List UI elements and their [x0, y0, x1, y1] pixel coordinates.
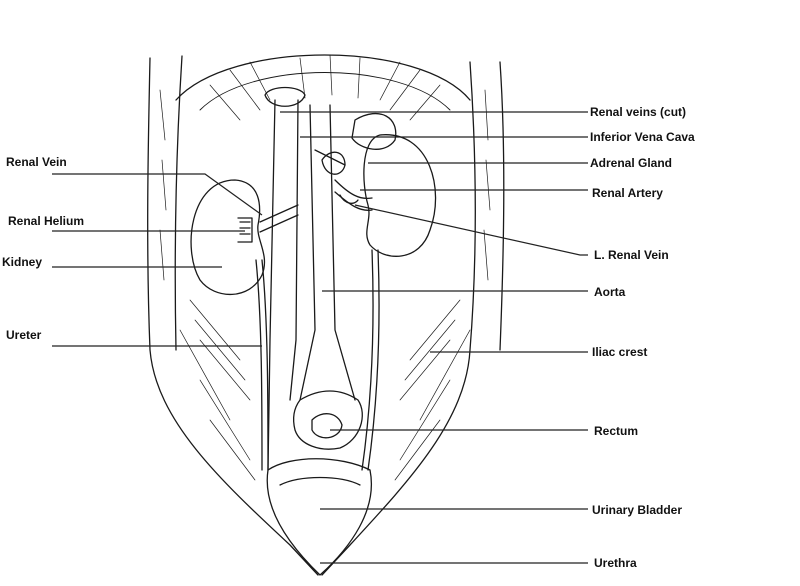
label-kidney: Kidney	[2, 255, 43, 269]
body-wall-outline	[147, 54, 505, 576]
label-adrenal-gland: Adrenal Gland	[590, 156, 673, 170]
inferior-vena-cava	[264, 86, 306, 471]
label-aorta: Aorta	[594, 285, 626, 299]
label-rectum: Rectum	[594, 424, 639, 438]
label-ureter: Ureter	[6, 328, 42, 342]
left-kidney	[190, 179, 266, 296]
label-urinary-bladder: Urinary Bladder	[592, 503, 683, 517]
rectum	[293, 390, 363, 450]
leader-renal-vein	[52, 173, 263, 216]
label-inferior-vena-cava: Inferior Vena Cava	[590, 130, 695, 144]
leader-lines	[52, 111, 588, 564]
aorta	[299, 104, 356, 401]
label-iliac-crest: Iliac crest	[592, 345, 648, 359]
label-renal-artery: Renal Artery	[592, 186, 663, 200]
renal-vessels	[259, 149, 373, 233]
right-kidney	[363, 134, 437, 257]
label-urethra: Urethra	[594, 556, 637, 570]
label-renal-veins-cut: Renal veins (cut)	[590, 105, 687, 119]
label-l-renal-vein: L. Renal Vein	[594, 248, 669, 262]
leader-l-renal-vein	[354, 204, 588, 256]
ureters	[255, 249, 380, 471]
label-renal-helium: Renal Helium	[8, 214, 85, 228]
muscle-fibers	[159, 54, 491, 481]
adrenal-gland	[321, 112, 397, 175]
label-renal-vein: Renal Vein	[6, 155, 67, 169]
urinary-bladder	[266, 458, 372, 576]
